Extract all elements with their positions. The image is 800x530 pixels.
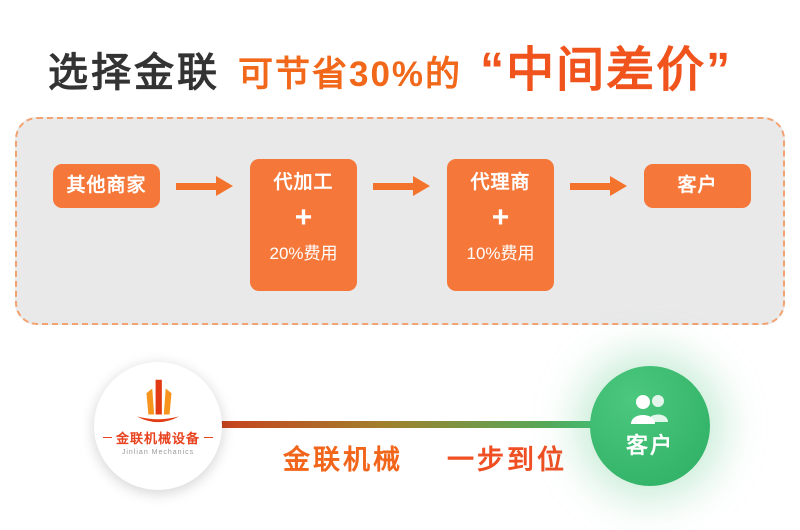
flow-arrow-icon bbox=[570, 176, 628, 196]
headline-brand: 选择金联 bbox=[48, 51, 220, 95]
headline-savings-text: 可节省30%的 bbox=[238, 55, 463, 94]
flow-step-other-merchants: 其他商家 bbox=[53, 164, 160, 208]
flow-step-customer: 客户 bbox=[644, 164, 751, 208]
flow-arrow-icon bbox=[373, 176, 431, 196]
bottom-slogan-text: 一步到位 bbox=[447, 445, 567, 475]
logo-title: 金联机械设备 bbox=[115, 431, 200, 446]
arrow-head bbox=[413, 176, 430, 196]
flow-step-fee: 20%费用 bbox=[269, 244, 338, 263]
flow-step-label: 其他商家 bbox=[66, 175, 147, 196]
flame-logo-icon bbox=[136, 379, 180, 423]
jinlian-logo-badge: 金联机械设备 Jinlian Mechanics bbox=[94, 362, 222, 490]
flow-step-label: 代理商 bbox=[470, 172, 531, 193]
logo-rule-right bbox=[204, 437, 213, 438]
plus-icon: + bbox=[294, 201, 313, 234]
customer-badge-label: 客户 bbox=[625, 433, 674, 458]
flow-step-fee: 10%费用 bbox=[466, 244, 535, 263]
flow-arrow-icon bbox=[176, 176, 234, 196]
headline-highlight: “中间差价” bbox=[480, 44, 733, 97]
arrow-head bbox=[216, 176, 233, 196]
flow-step-agent: 代理商 + 10%费用 bbox=[447, 159, 554, 291]
logo-title-row: 金联机械设备 bbox=[102, 428, 213, 447]
arrow-bar bbox=[176, 182, 216, 190]
people-icon bbox=[631, 395, 668, 424]
headline: 选择金联 可节省30%的 “中间差价” bbox=[48, 30, 780, 100]
plus-icon: + bbox=[491, 201, 510, 234]
logo-subtitle: Jinlian Mechanics bbox=[121, 449, 195, 456]
gradient-connector bbox=[200, 421, 615, 428]
flow-panel: 其他商家 代加工 + 20%费用 代理商 + 10%费用 客户 bbox=[15, 117, 785, 325]
arrow-bar bbox=[373, 182, 413, 190]
arrow-bar bbox=[570, 182, 610, 190]
arrow-head bbox=[610, 176, 627, 196]
bottom-brand-text: 金联机械 bbox=[283, 445, 403, 475]
flow-step-processing: 代加工 + 20%费用 bbox=[250, 159, 357, 291]
bottom-slogan-row: 金联机械 一步到位 bbox=[283, 438, 567, 477]
customer-badge: 客户 bbox=[590, 366, 710, 486]
logo-rule-left bbox=[102, 437, 112, 438]
flow-step-label: 客户 bbox=[677, 175, 718, 196]
flow-step-label: 代加工 bbox=[273, 172, 334, 193]
